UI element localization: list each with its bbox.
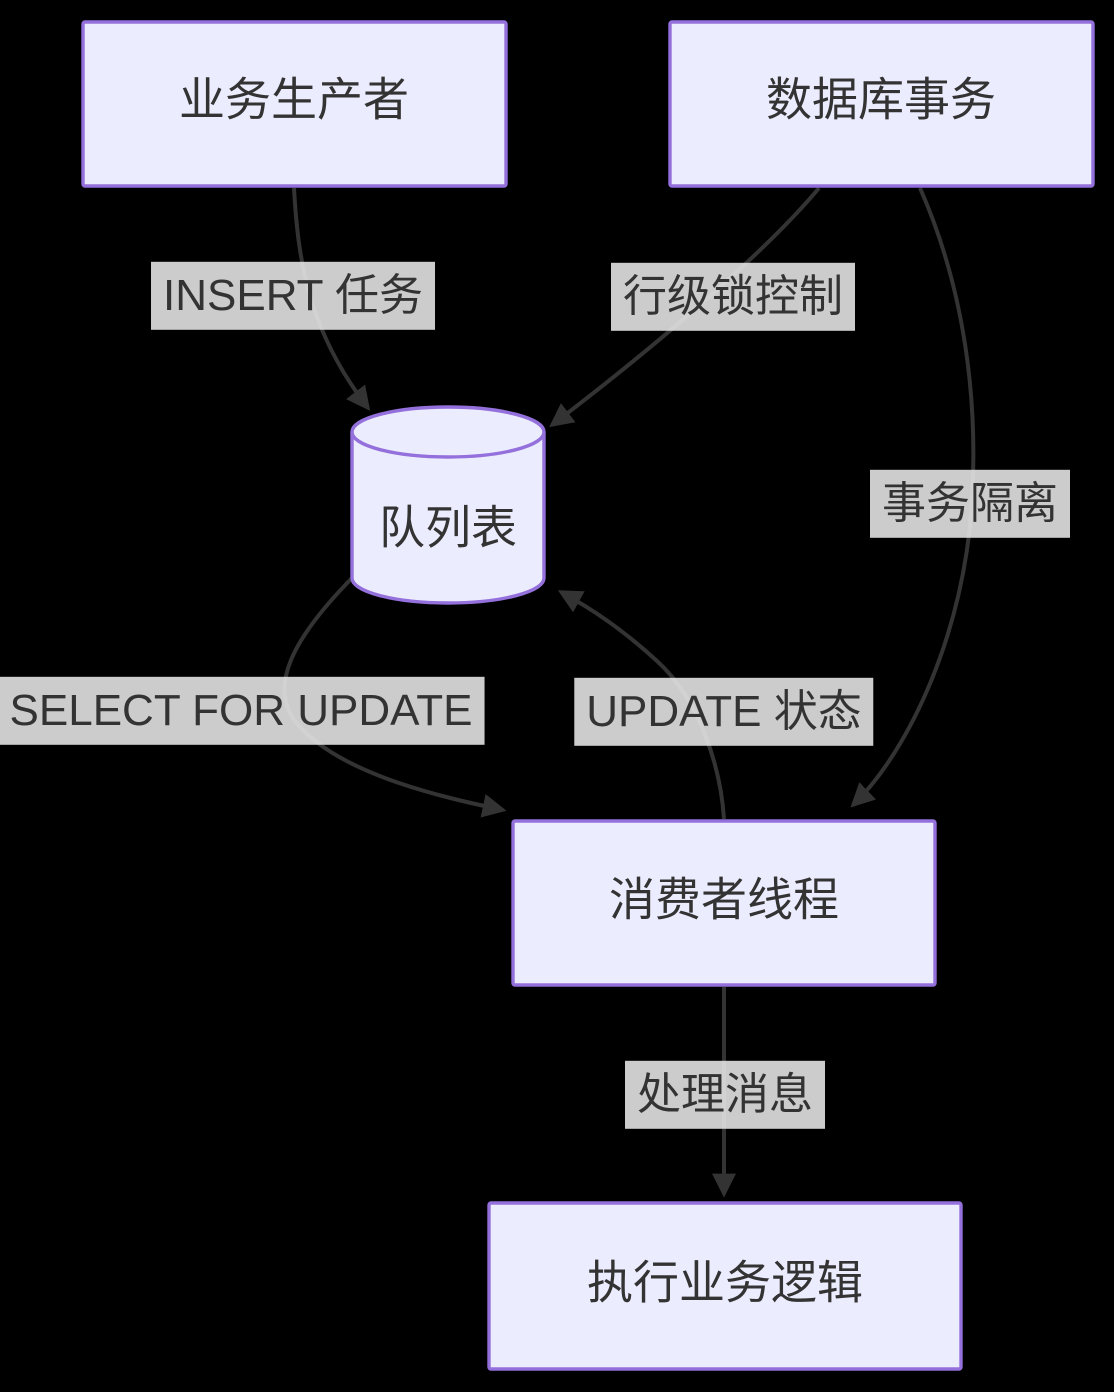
edge-label-process-message: 处理消息 [625, 1060, 825, 1130]
edge-consumer-to-queue [557, 590, 726, 820]
edge-label-select-for-update: SELECT FOR UPDATE [0, 676, 485, 746]
node-dbtx-label: 数据库事务 [766, 73, 996, 126]
node-consumer-box [511, 819, 937, 987]
node-consumer-label: 消费者线程 [609, 873, 839, 926]
edge-label-tx-isolation: 事务隔离 [870, 469, 1070, 539]
edge-label-insert-task: INSERT 任务 [151, 261, 435, 331]
node-exec-box [487, 1201, 963, 1371]
edge-label-update-status: UPDATE 状态 [574, 677, 874, 747]
node-producer-box [81, 20, 508, 188]
edge-label-row-lock: 行级锁控制 [611, 262, 855, 332]
node-exec-label: 执行业务逻辑 [587, 1256, 863, 1309]
cylinder-body [350, 432, 546, 605]
node-dbtx-box [668, 20, 1095, 188]
cylinder-top [350, 405, 546, 459]
node-producer-label: 业务生产者 [179, 73, 409, 126]
node-queue-label: 队列表 [379, 501, 517, 554]
node-queue-cylinder [350, 405, 546, 605]
